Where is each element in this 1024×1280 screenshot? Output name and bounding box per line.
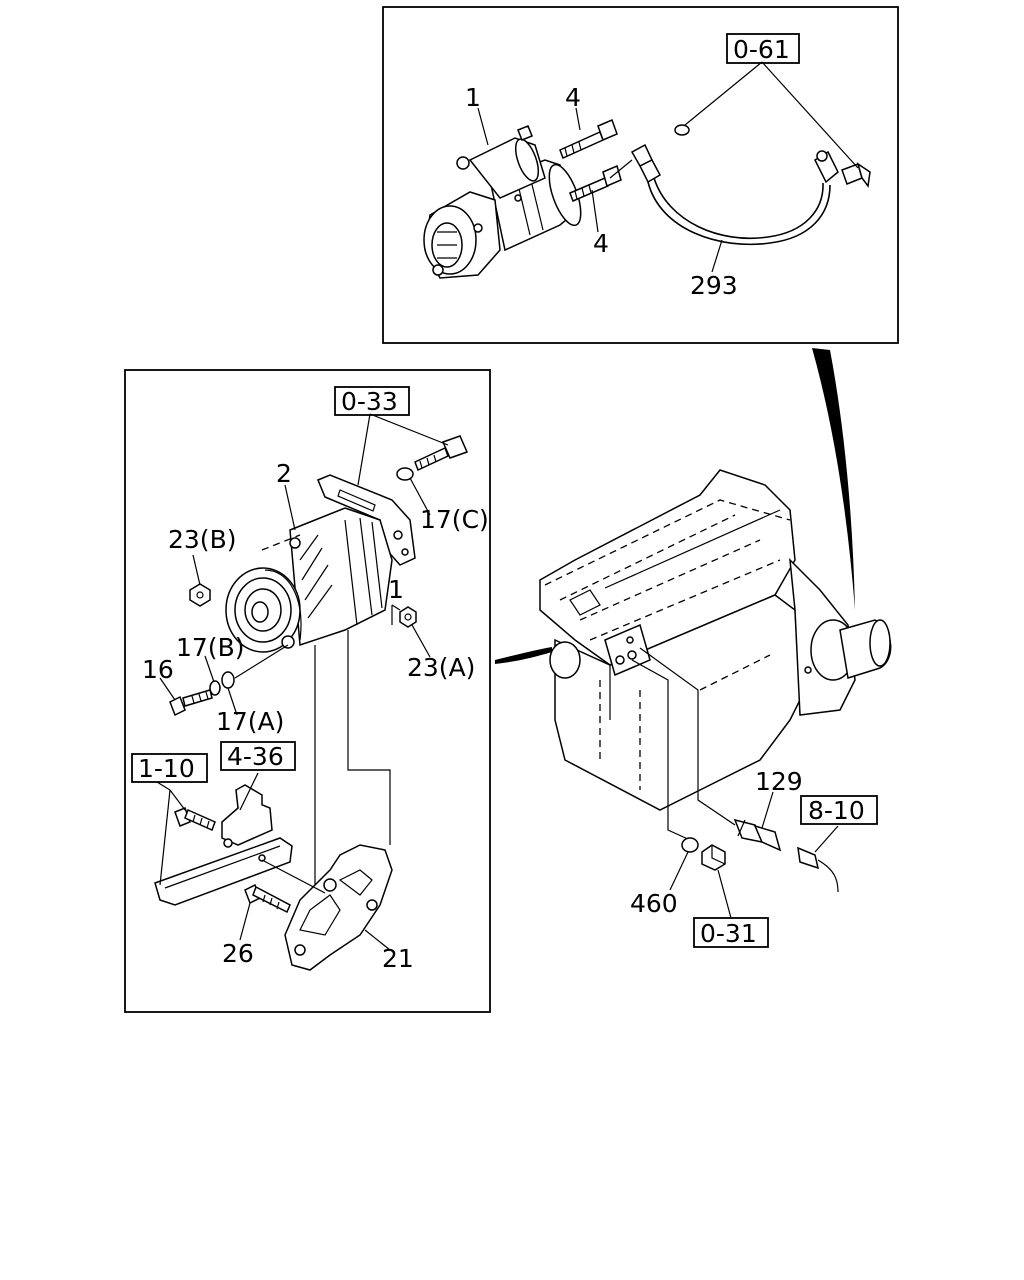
ref-starter-label: 0-61 [733,35,790,64]
starter-washer [674,124,690,136]
bolt-16-drawing [169,689,213,717]
callout-nut-b: 23(B) [168,525,236,554]
starter-bolt-lower [569,164,622,202]
washer-b-drawing [209,680,221,696]
callout-cable: 293 [690,271,738,300]
adjust-plate-drawing [317,474,416,566]
callout-oring: 460 [630,889,678,918]
ref-box-bracket [131,753,208,783]
callout-bolt-lower: 4 [593,229,609,258]
ref-box-starter [726,33,800,64]
ref-adjust-label: 0-33 [341,387,398,416]
bolt-26-drawing [244,883,291,914]
engine-block-drawing [539,469,892,811]
ref-box-plug [693,917,769,948]
callout-sensor: 129 [755,767,803,796]
ref-box-harness [800,795,878,825]
callout-washer-b: 17(B) [176,633,244,662]
callout-dim-1: 1 [388,575,404,604]
washer-a-drawing [221,671,235,689]
bracket-21-drawing [284,844,393,971]
alternator-panel: 2 23(B) 17(C) 1 23(A) 17(B) 16 17(A) 26 … [124,369,491,1013]
callout-bolt-upper: 4 [565,83,581,112]
plate-drawing [221,784,273,848]
callout-nut-a: 23(A) [407,653,475,682]
adjust-bolt-drawing [396,435,469,481]
ref-plate-label: 4-36 [227,742,284,771]
harness-connector-drawing [797,846,839,893]
ref-harness-label: 8-10 [808,796,865,825]
callout-washer-a: 17(A) [216,707,284,736]
drain-plug-drawing [701,844,726,871]
oring-drawing [681,837,699,853]
callout-bolt-16: 16 [142,655,174,684]
starter-motor-drawing [423,125,582,279]
nut-a-drawing [399,606,417,628]
alternator-pointer-arrow [495,647,552,664]
nut-b-drawing [189,583,211,607]
starter-panel-frame [382,6,899,344]
ref-bracket-label: 1-10 [138,754,195,783]
temp-sensor-drawing [733,818,782,852]
starter-terminal-nut [841,162,871,188]
starter-pointer-arrow [812,348,855,610]
ref-plug-label: 0-31 [700,919,757,948]
callout-starter: 1 [465,83,481,112]
ref-box-adjust [334,386,410,416]
lower-bracket-drawing [154,837,293,906]
starter-cable [609,143,839,246]
alternator-drawing [225,507,393,653]
callout-alternator: 2 [276,459,292,488]
starter-bolt-upper [559,118,618,160]
alternator-panel-frame [124,369,491,1013]
starter-panel: 1 4 4 293 0-61 [382,6,899,344]
callout-washer-c: 17(C) [420,505,489,534]
bracket-bolt-drawing [174,807,216,832]
callout-bolt-26: 26 [222,939,254,968]
callout-bracket-21: 21 [382,944,414,973]
ref-box-plate [220,741,296,771]
